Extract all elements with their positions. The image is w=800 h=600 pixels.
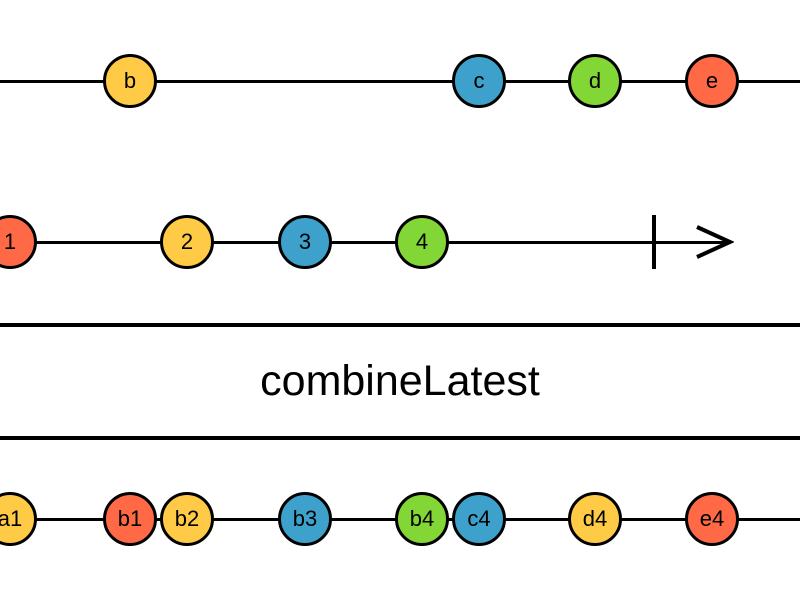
arrow-head-icon (696, 225, 734, 259)
marble-d4: d4 (568, 492, 622, 546)
marble-a1: a1 (0, 492, 37, 546)
marble-b3: b3 (278, 492, 332, 546)
marble-3[interactable]: 3 (278, 215, 332, 269)
marble-b[interactable]: b (103, 54, 157, 108)
operator-box: combineLatest (0, 323, 800, 440)
operator-label: combineLatest (260, 357, 540, 405)
marble-c[interactable]: c (452, 54, 506, 108)
marble-4[interactable]: 4 (395, 215, 449, 269)
marble-b2: b2 (160, 492, 214, 546)
marble-b1: b1 (103, 492, 157, 546)
marble-1[interactable]: 1 (0, 215, 37, 269)
timeline-2 (0, 240, 730, 244)
complete-marker (652, 215, 656, 269)
marble-c4: c4 (452, 492, 506, 546)
marble-2[interactable]: 2 (160, 215, 214, 269)
marble-b4: b4 (395, 492, 449, 546)
timeline-1 (0, 79, 800, 83)
marble-d[interactable]: d (568, 54, 622, 108)
marble-e[interactable]: e (685, 54, 739, 108)
marble-e4: e4 (685, 492, 739, 546)
